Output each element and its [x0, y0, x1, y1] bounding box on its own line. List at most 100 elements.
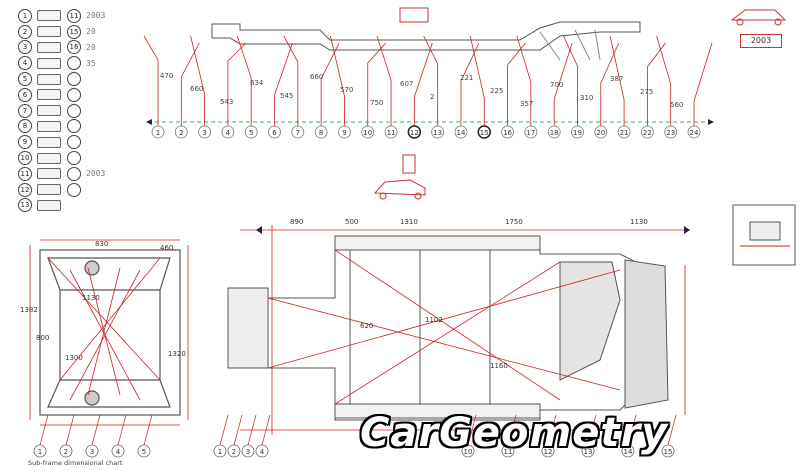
underbody-frame — [227, 235, 669, 421]
measure-point: 12 — [541, 414, 557, 458]
measure-point: 2 — [227, 414, 243, 458]
dimension-value: 221 — [460, 74, 473, 82]
measure-point: 5 — [137, 414, 153, 458]
legend-number: 5 — [18, 72, 32, 87]
measure-point: 11 — [501, 414, 517, 458]
measure-point-label: 18 — [550, 129, 559, 137]
measure-point-label: 23 — [666, 129, 675, 137]
legend-value: 2003 — [86, 11, 106, 21]
dimension-value: 560 — [670, 101, 683, 109]
legend-number: 2 — [18, 24, 32, 39]
legend-number: 15 — [67, 24, 81, 39]
measure-point: 7 — [291, 125, 305, 139]
measure-point: 18 — [547, 125, 561, 139]
legend-number: 16 — [67, 40, 81, 55]
measure-point-label: 21 — [620, 129, 629, 137]
legend-fastener-icon — [37, 10, 61, 22]
measure-point-label: 6 — [272, 129, 277, 137]
legend-number — [67, 135, 81, 150]
year-tag: 2003 — [740, 34, 782, 48]
dimension-value: 545 — [280, 92, 293, 100]
measure-point-label: 3 — [246, 448, 250, 456]
legend-number: 10 — [18, 151, 32, 166]
measure-point: 3 — [85, 414, 101, 458]
front-view-diagonals — [29, 239, 189, 426]
measure-point-label: 20 — [596, 129, 605, 137]
legend-number: 9 — [18, 135, 32, 150]
measure-point: 10 — [361, 125, 375, 139]
top-dimension-values: 4706605436345456605707506072221225357700… — [160, 72, 683, 109]
measure-point-label: 17 — [526, 129, 535, 137]
svg-text:1130: 1130 — [630, 218, 648, 226]
measure-point-label: 11 — [387, 129, 396, 137]
legend-row: 13 — [18, 198, 136, 214]
measure-point: 13 — [581, 414, 597, 458]
legend-row: 10 — [18, 150, 136, 166]
measure-point: 12 — [407, 125, 422, 139]
dimension-value: 634 — [250, 79, 264, 87]
legend-value: 20 — [86, 27, 96, 37]
measure-point: 5 — [244, 125, 258, 139]
dimension-value: 357 — [520, 100, 533, 108]
measure-point-label: 16 — [503, 129, 512, 137]
measure-point: 6 — [268, 125, 281, 139]
dimension-value: 660 — [310, 73, 323, 81]
measure-point-label: 24 — [690, 129, 699, 137]
legend-row: 6 — [18, 87, 136, 103]
measure-point-label: 13 — [584, 448, 593, 456]
measure-point: 15 — [661, 414, 677, 458]
measure-point-label: 1 — [156, 129, 160, 137]
legend-fastener-icon — [37, 105, 61, 117]
legend-number — [67, 103, 81, 118]
measure-point: 2 — [59, 414, 75, 458]
svg-text:890: 890 — [290, 218, 303, 226]
legend-value: 20 — [86, 42, 96, 52]
legend-number: 3 — [18, 40, 32, 55]
measure-point: 24 — [687, 125, 701, 139]
measure-point: 1 — [151, 125, 165, 139]
legend-number: 7 — [18, 103, 32, 118]
dimension-value: 225 — [490, 87, 503, 95]
legend-fastener-icon — [37, 73, 61, 85]
measure-point-label: 2 — [64, 448, 68, 456]
legend-number: 8 — [18, 119, 32, 134]
legend-fastener-icon — [37, 199, 61, 211]
svg-text:460: 460 — [160, 244, 173, 252]
legend-number: 11 — [67, 8, 81, 23]
measure-point-label: 4 — [226, 129, 231, 137]
legend-number: 12 — [18, 182, 32, 197]
measure-point-label: 2 — [179, 129, 183, 137]
measure-point: 4 — [221, 125, 235, 139]
measure-point-label: 5 — [249, 129, 253, 137]
dimension-value: 607 — [400, 80, 413, 88]
measure-point: 3 — [241, 414, 257, 458]
legend-fastener-icon — [37, 89, 61, 101]
measure-point: 23 — [664, 125, 678, 139]
svg-text:1300: 1300 — [65, 354, 83, 362]
svg-text:1160: 1160 — [490, 362, 508, 370]
dimension-value: 570 — [340, 86, 353, 94]
legend-value: 2003 — [86, 169, 106, 179]
legend-fastener-icon — [37, 184, 61, 196]
measure-point-label: 1 — [38, 448, 42, 456]
legend-number — [67, 151, 81, 166]
svg-text:1382: 1382 — [20, 306, 38, 314]
svg-text:830: 830 — [95, 240, 108, 248]
svg-text:1320: 1320 — [168, 350, 186, 358]
legend-number: 11 — [18, 166, 32, 181]
measure-point-label: 14 — [456, 129, 465, 137]
legend-fastener-icon — [37, 57, 61, 69]
underbody-diagonals — [240, 225, 690, 435]
measure-point: 14 — [454, 125, 468, 139]
measure-point: 11 — [384, 125, 398, 139]
measure-point: 13 — [431, 125, 445, 139]
legend-row: 3 16 20 — [18, 40, 136, 56]
svg-text:1750: 1750 — [505, 218, 523, 226]
measure-point-label: 12 — [544, 448, 553, 456]
legend-number: 1 — [18, 8, 32, 23]
legend-number — [67, 56, 81, 71]
measure-point: 20 — [594, 125, 608, 139]
